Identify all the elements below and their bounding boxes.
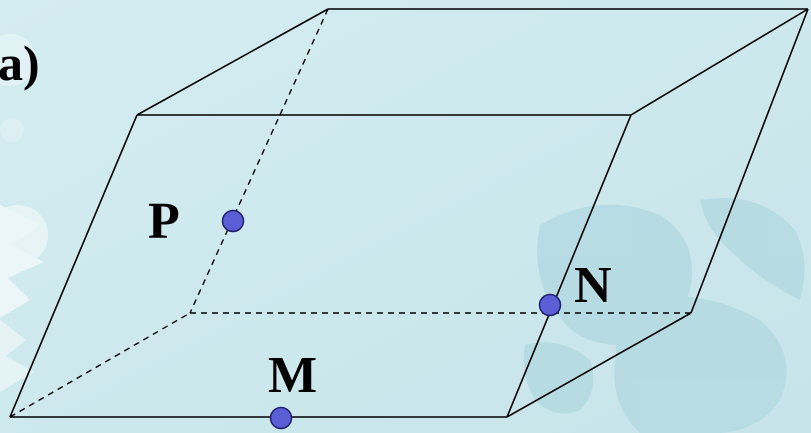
point-m-label: M	[268, 347, 317, 404]
point-n-label: N	[574, 257, 612, 314]
point-p-label: P	[148, 193, 180, 250]
edge-front-left	[9, 114, 138, 418]
edge-top-left	[136, 8, 329, 116]
point-n-marker	[538, 293, 562, 317]
point-m-marker	[269, 406, 293, 430]
edge-top-right	[630, 8, 809, 116]
points	[221, 209, 562, 430]
edge-front-right	[506, 114, 632, 418]
edge-back-left-hidden	[189, 8, 329, 314]
prism-hidden-edges	[9, 8, 691, 418]
edge-bottom-right	[506, 312, 692, 418]
snowflake-ornament	[0, 34, 48, 392]
edge-back-right	[690, 8, 809, 314]
prism-visible-edges	[9, 8, 809, 418]
edge-bottom-left-hidden	[9, 312, 191, 418]
part-label: a)	[0, 35, 40, 91]
point-p-marker	[221, 209, 245, 233]
